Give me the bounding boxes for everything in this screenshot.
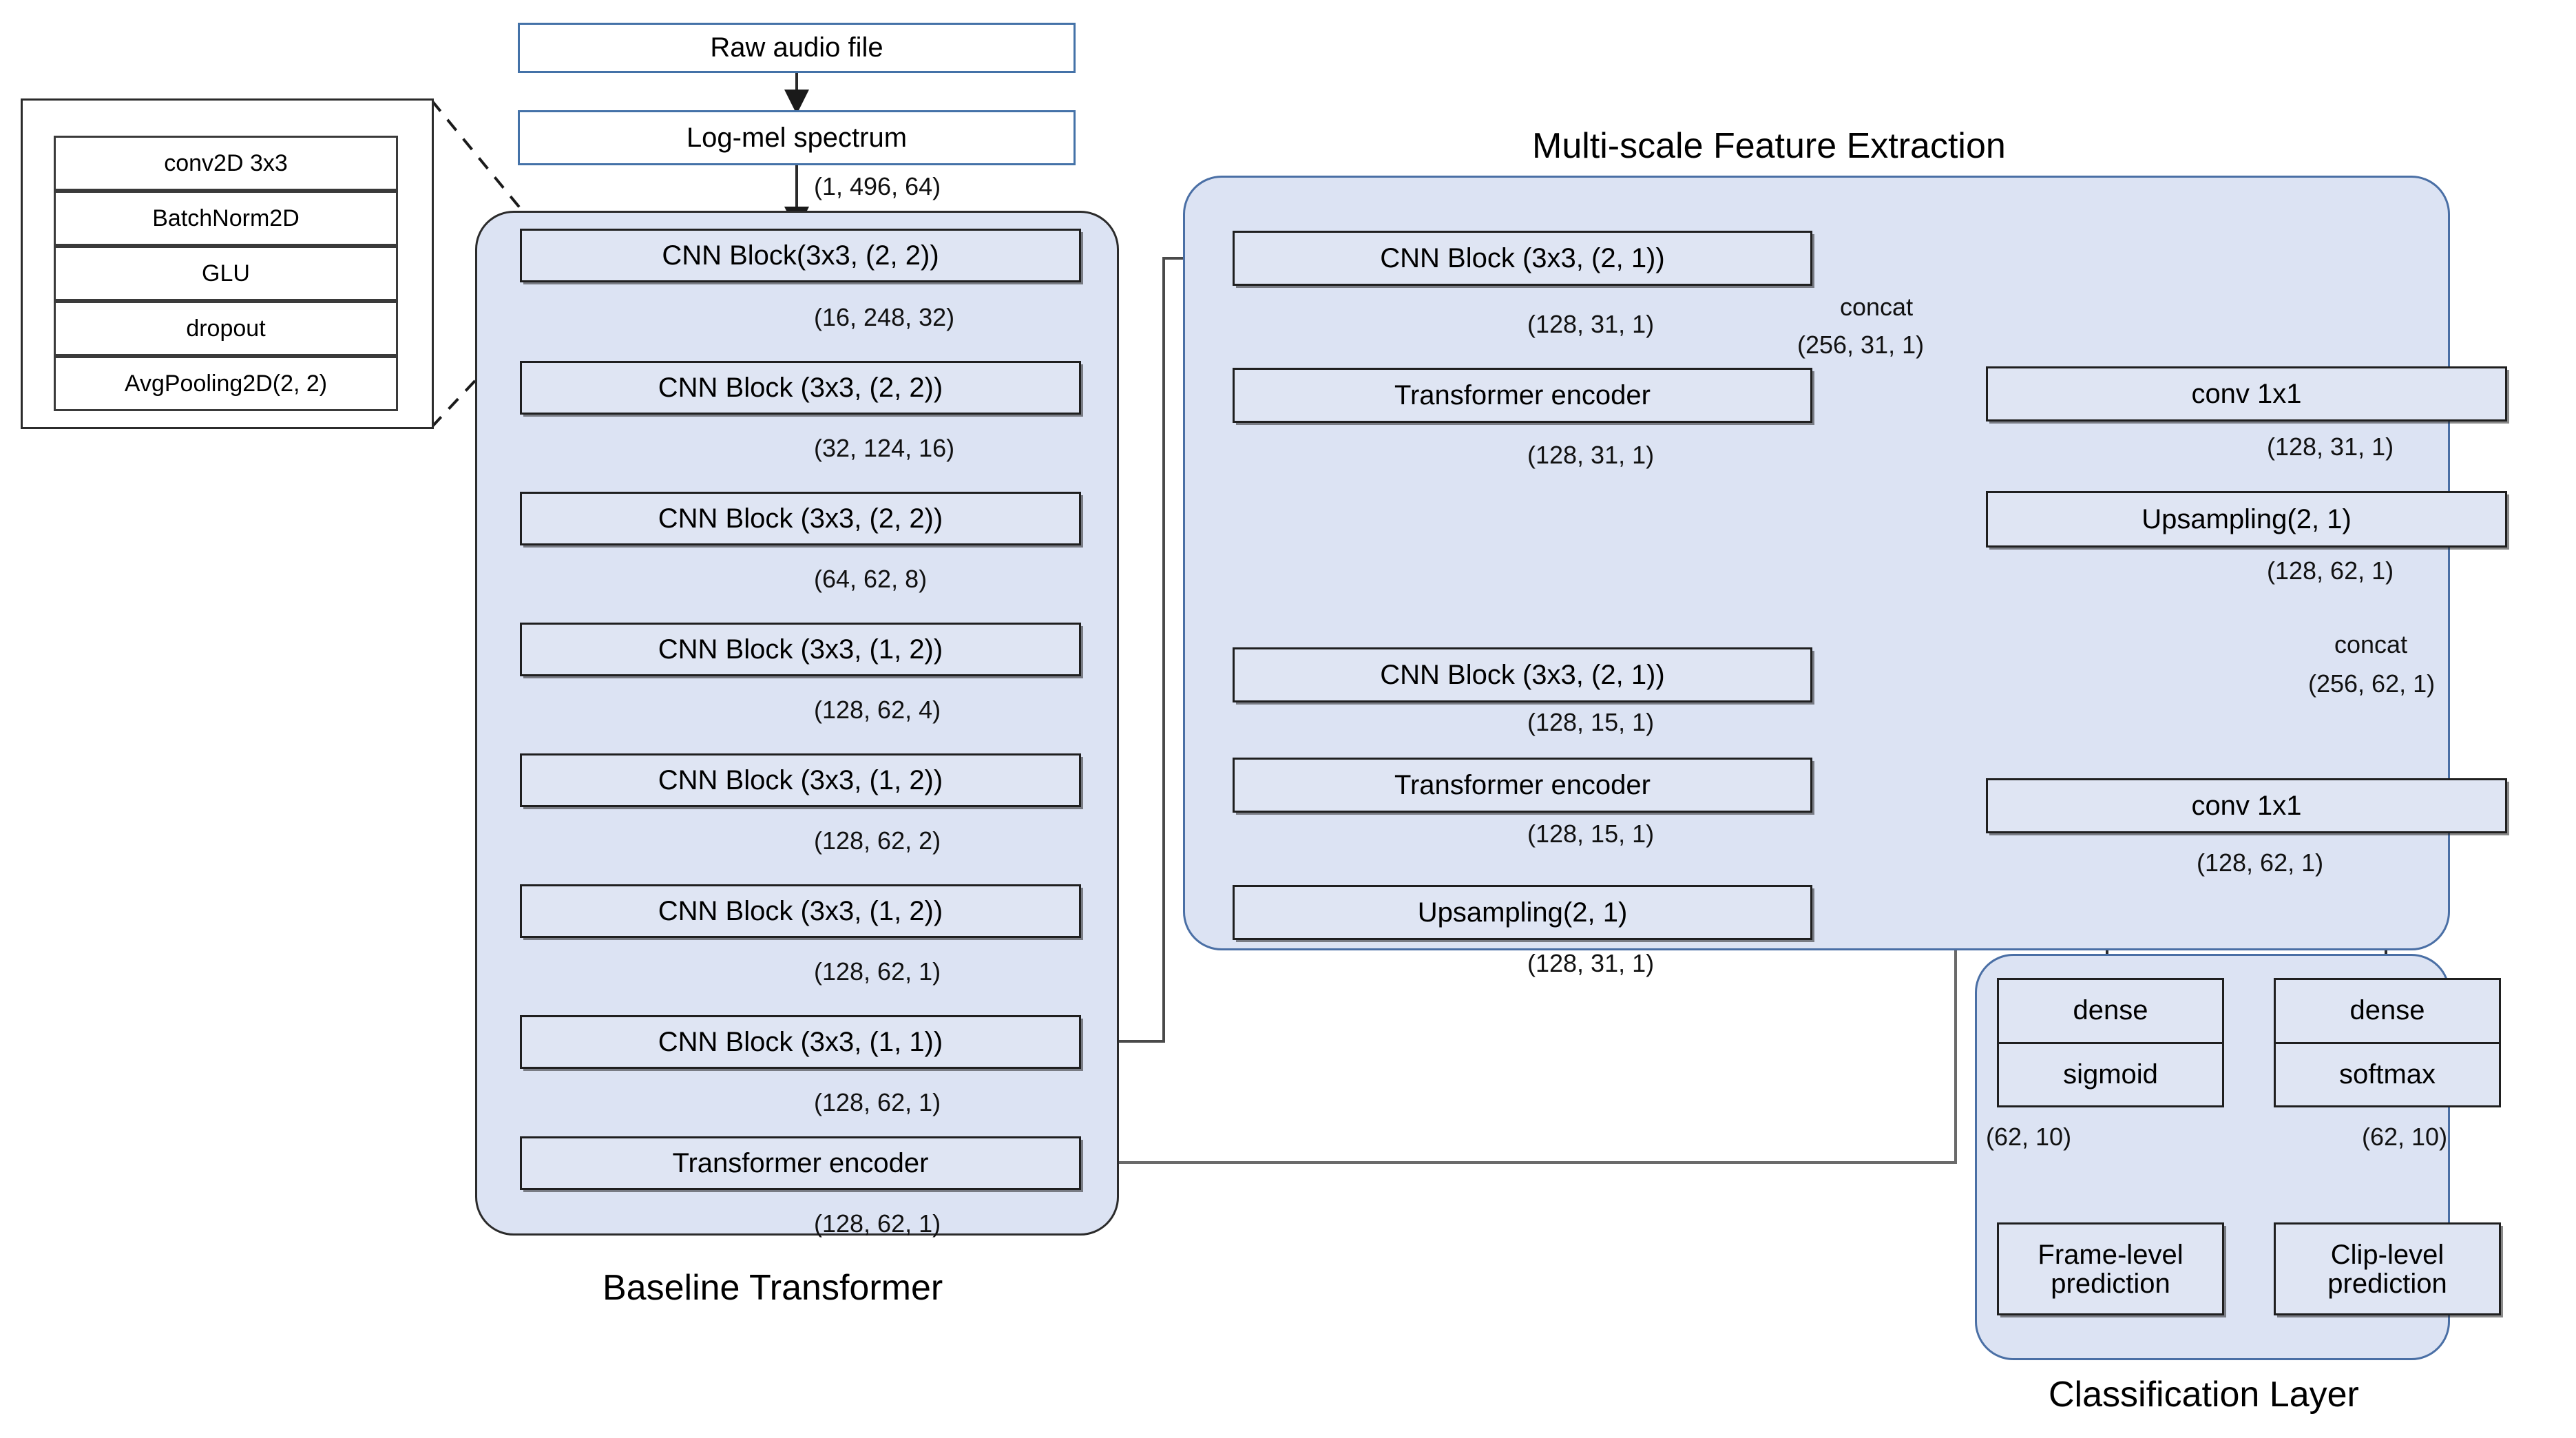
classification-head-frame: dense sigmoid bbox=[1997, 978, 2224, 1107]
label-classification-layer: Classification Layer bbox=[2049, 1375, 2359, 1415]
legend-row-conv2d: conv2D 3x3 bbox=[54, 136, 398, 191]
clip-level-prediction-box: Clip-level prediction bbox=[2274, 1222, 2501, 1315]
multiscale-branch1-transformer-encoder: Transformer encoder bbox=[1233, 368, 1812, 423]
frame-level-prediction-line1: Frame-level bbox=[2038, 1239, 2184, 1270]
frame-level-prediction-line2: prediction bbox=[2051, 1268, 2170, 1299]
baseline-transformer-encoder: Transformer encoder bbox=[520, 1136, 1081, 1190]
baseline-block-3: CNN Block (3x3, (1, 2)) bbox=[520, 623, 1081, 676]
dim-head-frame: (62, 10) bbox=[1986, 1123, 2072, 1151]
legend-row-avgpooling: AvgPooling2D(2, 2) bbox=[54, 356, 398, 411]
multiscale-branch1-cnn-block: CNN Block (3x3, (2, 1)) bbox=[1233, 231, 1812, 286]
panel-multiscale-feature-extraction bbox=[1183, 176, 2450, 950]
dim-upsampling-right: (128, 62, 1) bbox=[2267, 556, 2394, 585]
input-raw-audio-file: Raw audio file bbox=[518, 23, 1076, 73]
dim-ms-b2-cnn: (128, 15, 1) bbox=[1527, 708, 1655, 736]
baseline-block-2: CNN Block (3x3, (2, 2)) bbox=[520, 492, 1081, 545]
dim-baseline-4: (128, 62, 2) bbox=[814, 826, 941, 855]
dim-baseline-7: (128, 62, 1) bbox=[814, 1209, 941, 1238]
multiscale-conv1x1-second: conv 1x1 bbox=[1986, 778, 2507, 833]
baseline-block-6: CNN Block (3x3, (1, 1)) bbox=[520, 1015, 1081, 1069]
clip-level-prediction-line2: prediction bbox=[2327, 1268, 2447, 1299]
dense-label-sigmoid-head: dense bbox=[1999, 980, 2222, 1044]
baseline-block-4: CNN Block (3x3, (1, 2)) bbox=[520, 753, 1081, 807]
label-baseline-transformer: Baseline Transformer bbox=[603, 1268, 943, 1308]
concat-1-op-label: concat bbox=[1840, 293, 1914, 321]
dim-ms-b1-encoder: (128, 31, 1) bbox=[1527, 441, 1655, 469]
activation-softmax: softmax bbox=[2338, 1059, 2436, 1090]
baseline-block-0: CNN Block(3x3, (2, 2)) bbox=[520, 229, 1081, 282]
dim-baseline-6: (128, 62, 1) bbox=[814, 1088, 941, 1116]
dim-baseline-0: (16, 248, 32) bbox=[814, 303, 955, 331]
multiscale-upsampling-right: Upsampling(2, 1) bbox=[1986, 491, 2507, 548]
concat-2-shape-label: (256, 62, 1) bbox=[2308, 669, 2436, 698]
concat-2-op-label: concat bbox=[2334, 630, 2408, 658]
input-log-mel-spectrum: Log-mel spectrum bbox=[518, 110, 1076, 165]
dim-ms-b2-upsampling: (128, 31, 1) bbox=[1527, 949, 1655, 977]
legend-row-dropout: dropout bbox=[54, 301, 398, 356]
dim-baseline-2: (64, 62, 8) bbox=[814, 565, 928, 593]
legend-row-batchnorm: BatchNorm2D bbox=[54, 191, 398, 246]
dense-label-softmax-head: dense bbox=[2276, 980, 2499, 1044]
dim-head-clip: (62, 10) bbox=[2362, 1123, 2448, 1151]
dim-ms-b2-encoder: (128, 15, 1) bbox=[1527, 820, 1655, 848]
multiscale-branch2-cnn-block: CNN Block (3x3, (2, 1)) bbox=[1233, 647, 1812, 702]
multiscale-conv1x1-first: conv 1x1 bbox=[1986, 366, 2507, 421]
multiscale-branch2-upsampling: Upsampling(2, 1) bbox=[1233, 885, 1812, 940]
dim-conv1x1-first: (128, 31, 1) bbox=[2267, 433, 2394, 461]
baseline-block-5: CNN Block (3x3, (1, 2)) bbox=[520, 884, 1081, 938]
frame-level-prediction-box: Frame-level prediction bbox=[1997, 1222, 2224, 1315]
label-multiscale-feature-extraction: Multi-scale Feature Extraction bbox=[1532, 126, 2006, 166]
classification-head-clip: dense softmax bbox=[2274, 978, 2501, 1107]
dim-input-output: (1, 496, 64) bbox=[814, 172, 941, 200]
dim-ms-b1-cnn: (128, 31, 1) bbox=[1527, 310, 1655, 338]
clip-level-prediction-line1: Clip-level bbox=[2330, 1239, 2444, 1270]
dim-baseline-5: (128, 62, 1) bbox=[814, 957, 941, 986]
dim-baseline-3: (128, 62, 4) bbox=[814, 696, 941, 724]
concat-1-shape-label: (256, 31, 1) bbox=[1797, 331, 1925, 359]
multiscale-branch2-transformer-encoder: Transformer encoder bbox=[1233, 758, 1812, 813]
baseline-block-1: CNN Block (3x3, (2, 2)) bbox=[520, 361, 1081, 415]
legend-row-glu: GLU bbox=[54, 246, 398, 301]
dim-baseline-1: (32, 124, 16) bbox=[814, 434, 955, 462]
dim-conv1x1-second: (128, 62, 1) bbox=[2197, 848, 2324, 877]
activation-sigmoid: sigmoid bbox=[2063, 1059, 2158, 1090]
